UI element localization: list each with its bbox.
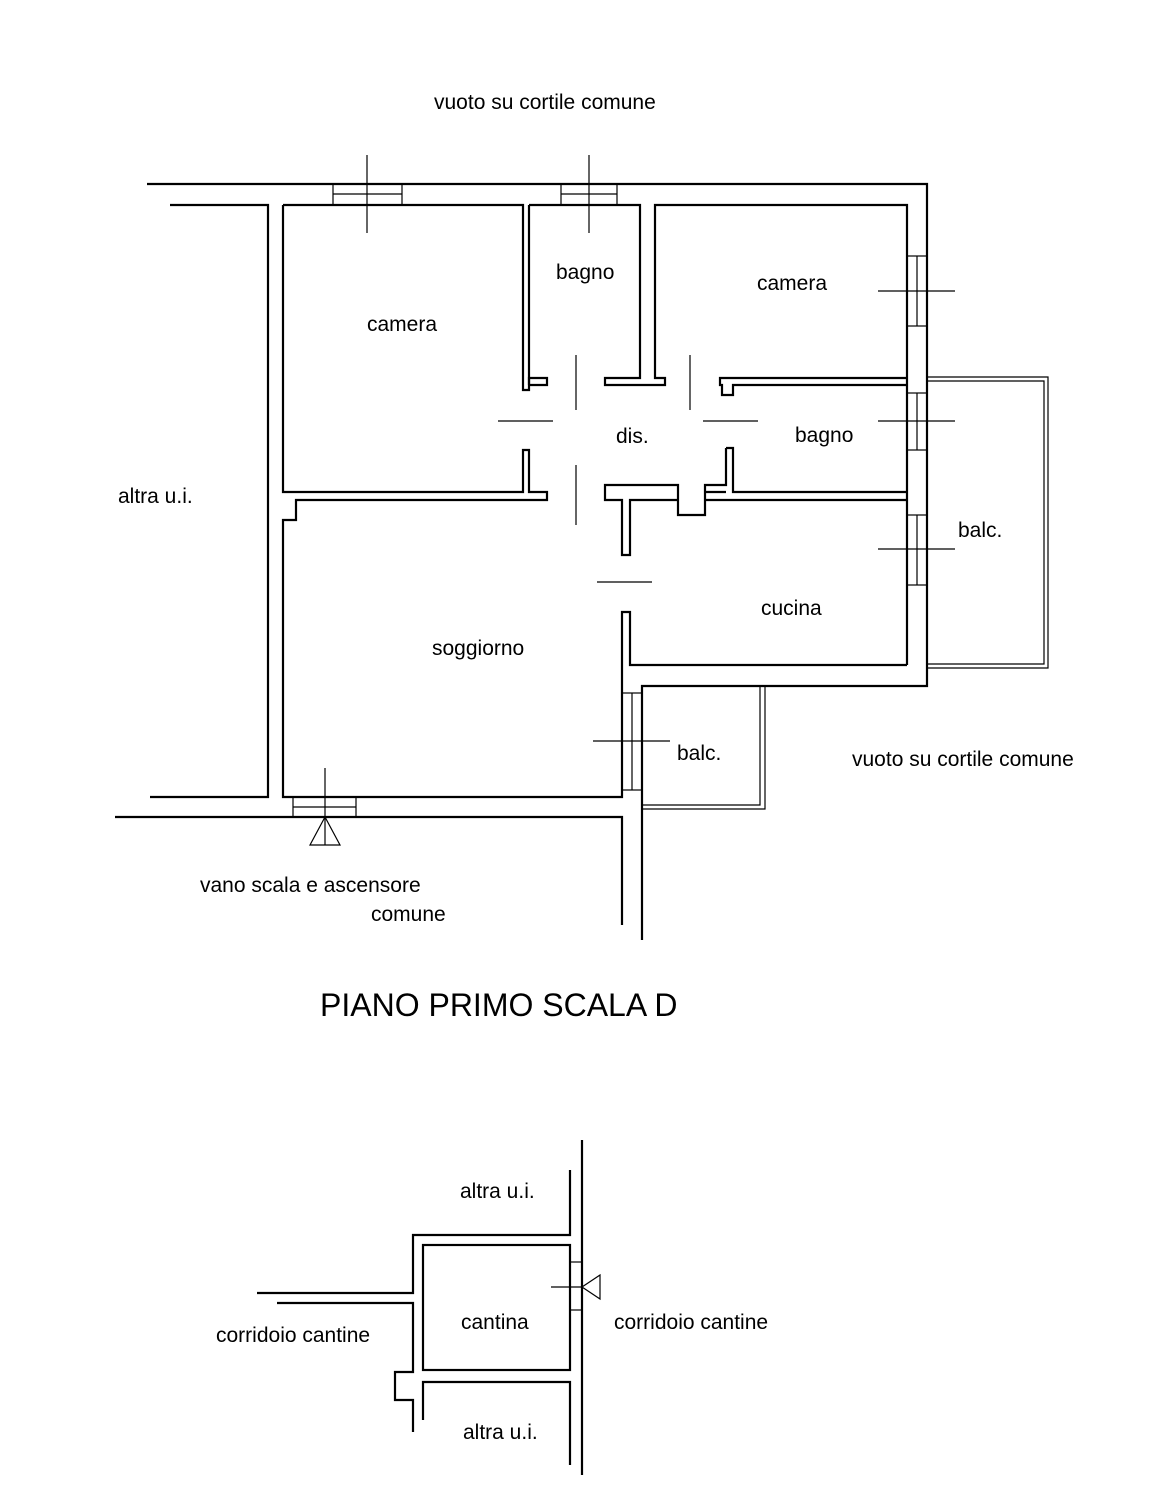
room-walls-north [529, 203, 909, 665]
room-bagno-label: bagno [795, 424, 854, 447]
outer-walls [115, 182, 929, 940]
corridor-label: corridoio cantine [216, 1324, 371, 1347]
room-bagno-label: bagno [556, 261, 615, 284]
room-cantina-label: cantina [461, 1311, 529, 1334]
room-balcony-label: balc. [677, 742, 722, 765]
room-camera-label: camera [367, 313, 438, 336]
room-dis-label: dis. [616, 425, 649, 448]
room-cucina-label: cucina [761, 597, 822, 620]
windows [292, 155, 955, 846]
room-soggiorno-label: soggiorno [432, 637, 525, 660]
entrance-arrow-icon [308, 815, 342, 846]
courtyard-right-label: vuoto su cortile comune [852, 748, 1074, 771]
stair-label-line2: comune [371, 903, 446, 926]
stair-label-line1: vano scala e ascensore [200, 874, 421, 897]
other-unit-label: altra u.i. [460, 1180, 535, 1203]
corridor-label: corridoio cantine [614, 1311, 769, 1334]
door-lines [498, 355, 758, 583]
room-camera-label: camera [757, 272, 828, 295]
other-unit-label: altra u.i. [118, 485, 193, 508]
balconies [642, 376, 1049, 810]
plan-title: PIANO PRIMO SCALA D [320, 987, 678, 1023]
cellar-entrance-arrow-icon [580, 1273, 601, 1301]
other-unit-label: altra u.i. [463, 1421, 538, 1444]
courtyard-top-label: vuoto su cortile comune [434, 91, 656, 114]
cellar-walls [257, 1140, 601, 1475]
room-balcony-label: balc. [958, 519, 1003, 542]
room-camera-1-walls [281, 203, 907, 799]
